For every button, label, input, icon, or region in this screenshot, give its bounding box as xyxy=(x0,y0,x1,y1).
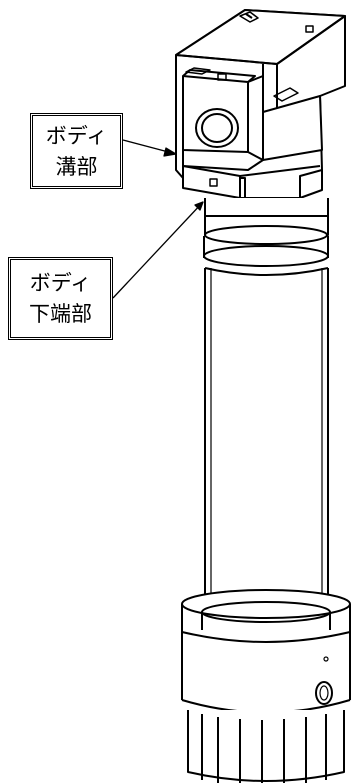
drain-cap xyxy=(187,710,345,783)
leader-arrows xyxy=(112,139,204,299)
bowl-guard xyxy=(181,589,351,714)
callout-body-bottom-end-line2: 下端部 xyxy=(29,302,92,326)
callout-body-bottom-end: ボディ 下端部 xyxy=(8,257,113,340)
callout-body-groove-line2: 溝部 xyxy=(55,155,98,179)
bowl-tube xyxy=(204,267,329,610)
collar xyxy=(203,198,329,267)
callout-body-groove-line1: ボディ xyxy=(45,124,108,148)
callout-body-groove: ボディ 溝部 xyxy=(30,113,123,189)
body-groove-section xyxy=(182,150,323,199)
arrow-bottom-end xyxy=(112,201,204,299)
callout-body-bottom-end-line1: ボディ xyxy=(29,271,92,295)
body-head xyxy=(175,9,346,199)
